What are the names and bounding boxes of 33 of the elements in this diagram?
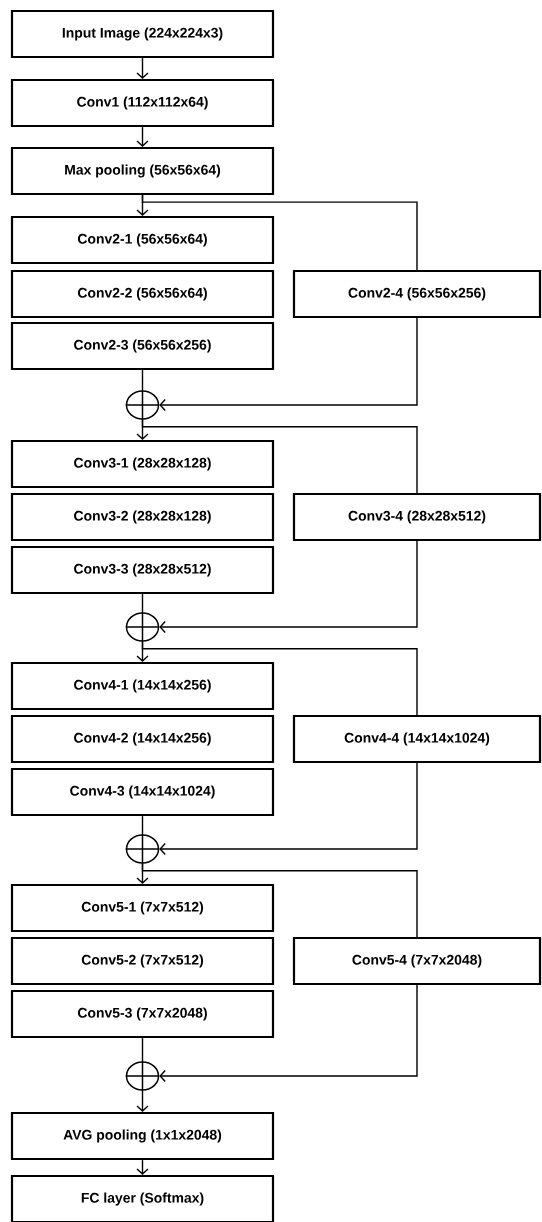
- layer-box: Conv2-1 (56x56x64): [10, 215, 275, 265]
- layer-box: Conv5-2 (7x7x512): [10, 936, 275, 986]
- layer-box: Conv3-2 (28x28x128): [10, 492, 275, 542]
- arrow: [136, 57, 149, 79]
- layer-box: Conv2-4 (56x56x256): [292, 269, 542, 319]
- layer-box: Conv5-3 (7x7x2048): [10, 989, 275, 1039]
- layer-box: Conv2-3 (56x56x256): [10, 321, 275, 371]
- layer-box: Conv4-4 (14x14x1024): [292, 714, 542, 764]
- arrow: [159, 762, 418, 856]
- layer-box: Conv3-3 (28x28x512): [10, 545, 275, 595]
- arrow: [136, 1090, 149, 1112]
- arrow: [159, 540, 418, 634]
- arrow: [159, 317, 418, 412]
- arrow: [136, 1159, 149, 1175]
- layer-box: Conv2-2 (56x56x64): [10, 269, 275, 319]
- layer-box: AVG pooling (1x1x2048): [10, 1111, 275, 1161]
- layer-box: Conv5-1 (7x7x512): [10, 883, 275, 933]
- layer-box: Conv3-4 (28x28x512): [292, 492, 542, 542]
- layer-box: Conv3-1 (28x28x128): [10, 439, 275, 489]
- layer-box: Conv4-1 (14x14x256): [10, 661, 275, 711]
- layer-box: FC layer (Softmax): [10, 1174, 275, 1222]
- arrow: [159, 984, 418, 1083]
- sum-symbol: [125, 389, 160, 421]
- layer-box: Conv1 (112x112x64): [10, 78, 275, 128]
- layer-box: Conv5-4 (7x7x2048): [292, 936, 542, 986]
- layer-box: Conv4-2 (14x14x256): [10, 714, 275, 764]
- sum-symbol: [125, 833, 160, 865]
- layer-box: Conv4-3 (14x14x1024): [10, 767, 275, 817]
- sum-symbol: [125, 611, 160, 643]
- sum-symbol: [125, 1060, 160, 1092]
- arrow: [136, 126, 149, 147]
- layer-box: Max pooling (56x56x64): [10, 146, 275, 196]
- layer-box: Input Image (224x224x3): [10, 9, 275, 59]
